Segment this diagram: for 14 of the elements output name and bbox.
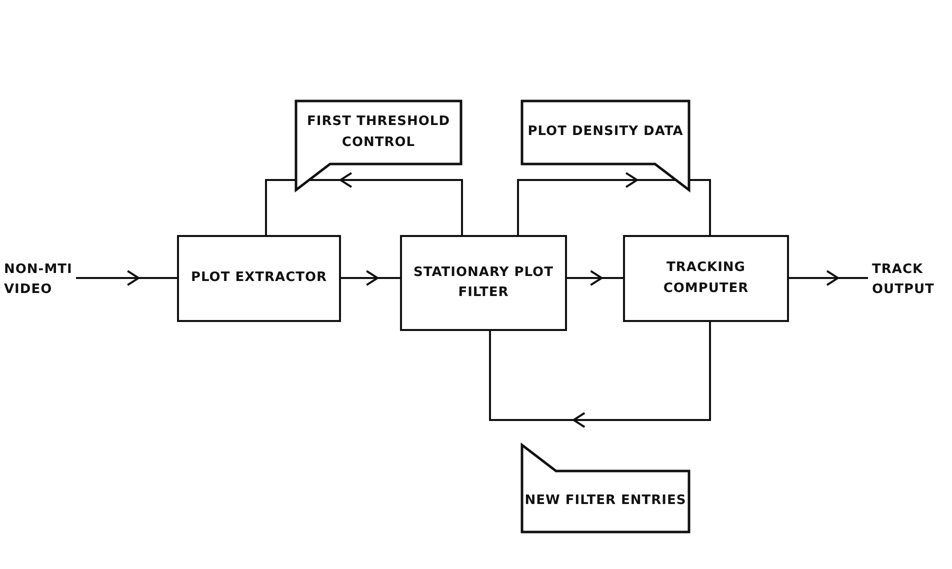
process-box — [177, 235, 341, 322]
process-box — [623, 235, 789, 322]
callout-box — [522, 445, 689, 532]
signal-label: TRACK OUTPUT — [872, 260, 936, 299]
block-label: TRACKING COMPUTER — [662, 259, 750, 298]
block-label: PLOT EXTRACTOR — [190, 269, 328, 288]
block-label: PLOT DENSITY DATA — [528, 123, 684, 142]
block-label: STATIONARY PLOT FILTER — [412, 264, 554, 302]
process-box — [400, 235, 567, 331]
block-label: FIRST THRESHOLD CONTROL — [306, 113, 451, 152]
block-label: NEW FILTER ENTRIES — [524, 492, 686, 510]
callout-box — [522, 101, 689, 190]
callout-box — [296, 101, 461, 190]
signal-label: NON-MTI VIDEO — [4, 260, 74, 299]
